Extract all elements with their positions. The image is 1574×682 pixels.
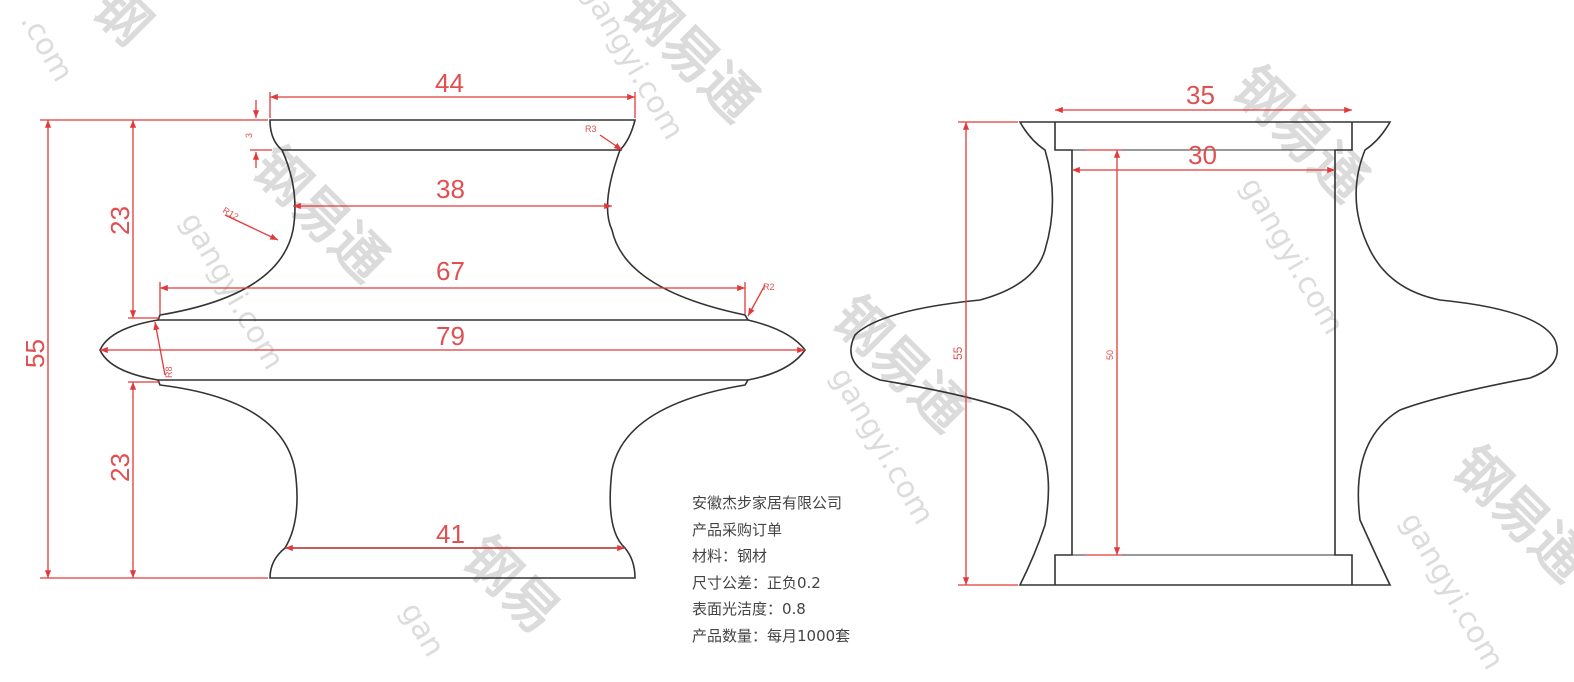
svg-text:gangyi.com: gangyi.com bbox=[1393, 507, 1511, 676]
note-order: 产品采购订单 bbox=[692, 520, 783, 539]
svg-text:钢易通: 钢易通 bbox=[821, 285, 980, 444]
dim-23-lower: 23 bbox=[105, 453, 135, 482]
svg-text:.com: .com bbox=[13, 7, 80, 88]
dim-50: 50 bbox=[1105, 350, 1115, 360]
note-company: 安徽杰步家居有限公司 bbox=[692, 494, 843, 512]
radius-disk: R8 bbox=[164, 366, 174, 378]
dim-3: 3 bbox=[244, 133, 254, 138]
dim-67: 67 bbox=[436, 256, 465, 286]
dim-23-upper: 23 bbox=[105, 206, 135, 235]
note-quantity: 产品数量：每月1000套 bbox=[692, 626, 851, 645]
radius-left: R12 bbox=[221, 205, 240, 222]
front-view: 44 38 67 79 41 55 23 23 3 R3 R12 R2 R8 bbox=[20, 68, 806, 579]
dim-38: 38 bbox=[436, 174, 465, 204]
dim-79: 79 bbox=[436, 321, 465, 351]
svg-text:钢易通: 钢易通 bbox=[241, 135, 400, 294]
svg-text:钢: 钢 bbox=[81, 0, 164, 57]
dim-44: 44 bbox=[435, 68, 464, 98]
dim-55: 55 bbox=[20, 339, 50, 368]
note-tolerance: 尺寸公差：正负0.2 bbox=[692, 573, 821, 592]
dim-41: 41 bbox=[436, 519, 465, 549]
dim-55-side: 55 bbox=[951, 346, 965, 360]
note-material: 材料：钢材 bbox=[692, 547, 768, 565]
radius-top: R3 bbox=[585, 124, 597, 134]
title-block-notes: 安徽杰步家居有限公司 产品采购订单 材料：钢材 尺寸公差：正负0.2 表面光洁度… bbox=[692, 490, 850, 649]
radius-shoulder: R2 bbox=[763, 282, 775, 292]
dim-30: 30 bbox=[1188, 140, 1217, 170]
note-finish: 表面光洁度：0.8 bbox=[692, 600, 806, 618]
svg-text:gan: gan bbox=[393, 597, 452, 663]
svg-text:钢易: 钢易 bbox=[451, 525, 572, 646]
dim-35: 35 bbox=[1186, 80, 1215, 110]
side-view: 35 30 55 50 bbox=[850, 80, 1558, 586]
